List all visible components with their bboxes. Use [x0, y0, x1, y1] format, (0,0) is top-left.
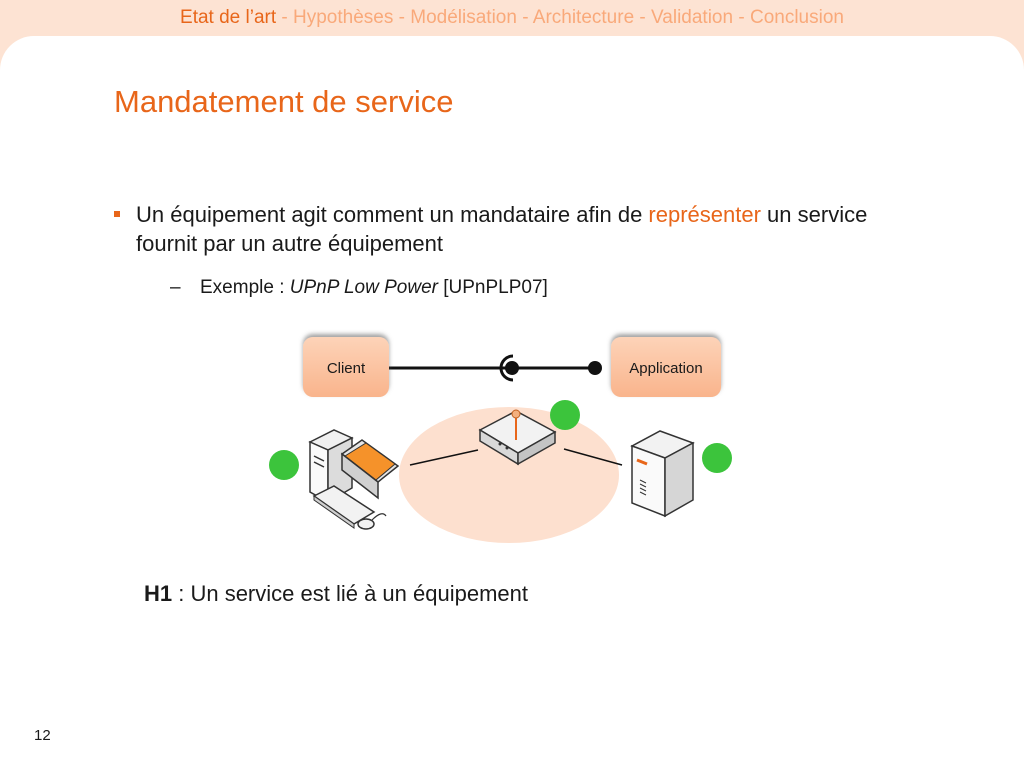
nav-item-etat-de-lart[interactable]: Etat de l’art: [180, 7, 277, 28]
nav-item-hypotheses[interactable]: Hypothèses: [293, 7, 394, 28]
network-zone: [399, 407, 619, 543]
bullet-square-icon: [114, 211, 120, 217]
dash-marker: –: [170, 277, 181, 298]
client-box: Client: [303, 337, 389, 397]
status-dot-computer: [269, 450, 299, 480]
status-dot-router: [550, 400, 580, 430]
example-name: UPnP Low Power: [289, 277, 438, 298]
section-navigation: Etat de l’art - Hypothèses - Modélisatio…: [180, 7, 844, 28]
highlight-word: représenter: [648, 202, 761, 227]
desktop-computer-icon: [308, 429, 400, 530]
hypothesis-statement: H1 : Un service est lié à un équipement: [144, 581, 528, 607]
server-icon: [630, 430, 695, 518]
hypothesis-text: : Un service est lié à un équipement: [172, 581, 528, 606]
status-dot-server: [702, 443, 732, 473]
sub-bullet: –Exemple : UPnP Low Power [UPnPLP07]: [170, 277, 548, 298]
hypothesis-label: H1: [144, 581, 173, 606]
nav-item-architecture[interactable]: Architecture: [532, 7, 635, 28]
network-link-right: [563, 448, 623, 466]
content-area: [0, 36, 1024, 768]
client-label: Client: [327, 360, 366, 377]
page-number: 12: [34, 727, 51, 744]
citation: [UPnPLP07]: [437, 277, 548, 298]
nav-item-validation[interactable]: Validation: [651, 7, 734, 28]
application-box: Application: [611, 337, 721, 397]
required-interface-icon: [499, 354, 514, 382]
application-label: Application: [629, 360, 702, 377]
slide-title: Mandatement de service: [114, 84, 454, 119]
provided-interface-icon: [505, 361, 519, 375]
port-icon: [588, 361, 602, 375]
nav-item-modelisation[interactable]: Modélisation: [410, 7, 517, 28]
network-link-left: [409, 449, 479, 466]
nav-item-conclusion[interactable]: Conclusion: [749, 7, 844, 28]
service-binding: [389, 354, 602, 382]
top-band: Etat de l’art - Hypothèses - Modélisatio…: [0, 0, 1024, 38]
proxy-diagram: Client Application: [269, 337, 732, 543]
router-icon: [478, 409, 557, 466]
bullet-text: Un équipement agit comment un mandataire…: [136, 202, 868, 256]
main-bullet: Un équipement agit comment un mandataire…: [114, 200, 914, 258]
